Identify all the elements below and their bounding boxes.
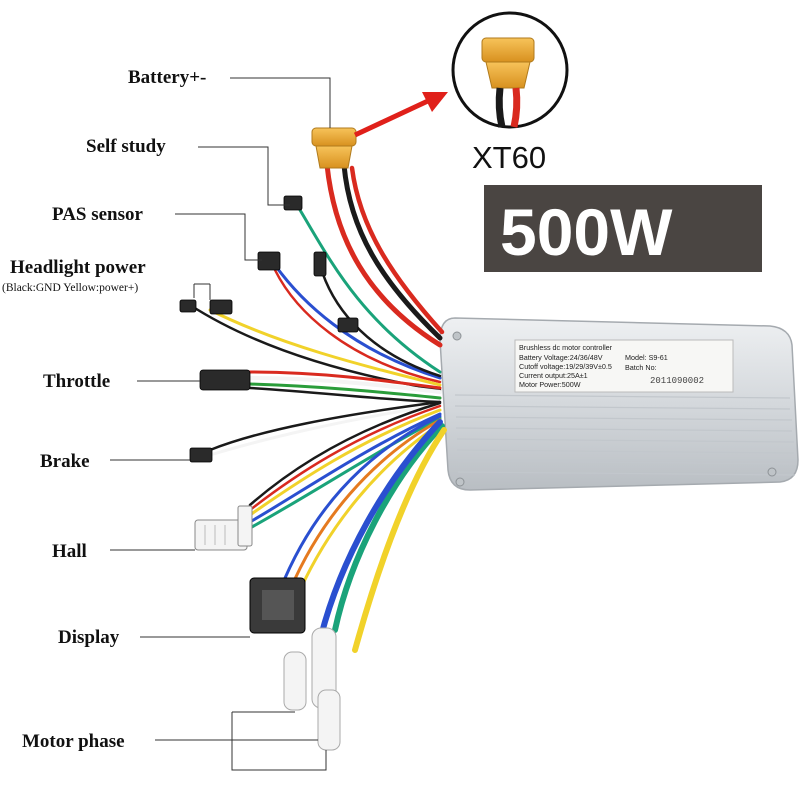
controller-label-plate: Brushless dc motor controller Battery Vo…	[514, 339, 734, 393]
display-connector-icon	[249, 577, 306, 634]
motor-phase-connectors	[283, 627, 341, 751]
label-motor-phase: Motor phase	[22, 731, 125, 752]
plate-battery-voltage: Battery Voltage:24/36/48V	[519, 353, 603, 362]
leader-lines	[110, 77, 331, 771]
hall-connector-icon	[194, 505, 253, 551]
plate-cutoff-voltage: Cutoff voltage:19/29/39V±0.5	[519, 362, 612, 371]
xt60-callout: XT60	[451, 11, 569, 175]
xt60-label: XT60	[472, 140, 546, 175]
plate-model: Model: S9-61	[625, 353, 668, 362]
red-arrow-icon	[353, 92, 448, 138]
plate-current-output: Current output:25A±1	[519, 371, 588, 380]
label-headlight-power: Headlight power	[10, 257, 146, 278]
jst-connector-icon	[179, 195, 359, 463]
plate-batch-label: Batch No:	[625, 363, 657, 372]
label-display: Display	[58, 627, 120, 648]
xt60-connector-icon	[311, 127, 357, 169]
plate-motor-power: Motor Power:500W	[519, 380, 581, 389]
label-headlight-note: (Black:GND Yellow:power+)	[2, 282, 138, 294]
label-self-study: Self study	[86, 136, 166, 157]
label-hall: Hall	[52, 541, 87, 562]
label-pas-sensor: PAS sensor	[52, 204, 144, 225]
motor-controller: Brushless dc motor controller Battery Vo…	[439, 317, 799, 491]
plate-title: Brushless dc motor controller	[519, 343, 613, 352]
label-battery: Battery+-	[128, 67, 206, 88]
power-badge: 500W	[484, 185, 762, 272]
power-badge-text: 500W	[500, 195, 673, 269]
wire-harness	[188, 162, 447, 653]
label-brake: Brake	[40, 451, 90, 472]
label-throttle: Throttle	[43, 371, 110, 392]
plate-batch-number: 2011090002	[650, 376, 704, 386]
